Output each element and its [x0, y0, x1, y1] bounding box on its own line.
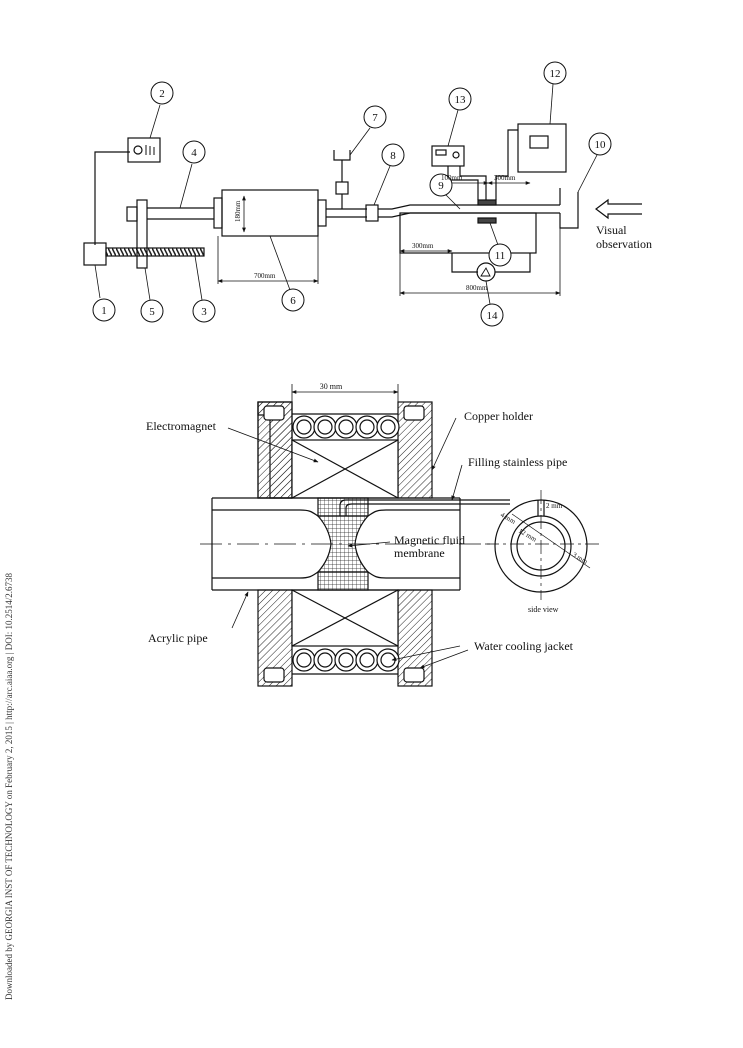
svg-text:14: 14	[487, 310, 499, 322]
filling-pipe-label: Filling stainless pipe	[468, 455, 567, 469]
motor-box	[83, 242, 107, 266]
drive-plate	[136, 199, 148, 269]
dim-800mm: 800mm	[466, 284, 488, 292]
dim-30mm: 30 mm	[320, 382, 343, 391]
svg-text:9: 9	[438, 180, 444, 192]
observation-label-2: observation	[596, 237, 652, 251]
num-14: 14	[480, 303, 504, 327]
svg-text:8: 8	[390, 150, 396, 162]
magnetic-fluid-label-1: Magnetic fluid	[394, 533, 465, 547]
svg-text:11: 11	[495, 250, 506, 262]
tubes-upper	[292, 415, 400, 439]
num-11: 11	[488, 243, 512, 267]
pressure-gauge	[476, 262, 496, 282]
controller-dial	[133, 145, 143, 155]
magnetic-fluid-label-2: membrane	[394, 546, 445, 560]
funnel	[333, 150, 351, 161]
setup-figure	[83, 83, 642, 305]
magnet-block	[399, 212, 537, 254]
data-logger	[517, 123, 567, 173]
water-jacket-label: Water cooling jacket	[474, 639, 574, 653]
num-7: 7	[363, 105, 387, 129]
observation-arrow	[595, 198, 642, 220]
num-6: 6	[281, 288, 305, 312]
num-12: 12	[543, 61, 567, 85]
svg-text:1: 1	[101, 305, 107, 317]
cooling-slot-ul	[263, 405, 285, 421]
dim-100mm: 100mm	[441, 174, 463, 182]
valve-7	[335, 181, 349, 195]
svg-text:7: 7	[372, 112, 378, 124]
num-4: 4	[182, 140, 206, 164]
num-5: 5	[140, 299, 164, 323]
copper-holder-label: Copper holder	[464, 409, 533, 423]
tubes-lower	[292, 648, 400, 672]
rod-end	[126, 206, 138, 222]
dim-180mm: 180mm	[234, 200, 242, 222]
svg-text:5: 5	[149, 306, 155, 318]
dim-300mm-top: 300mm	[494, 174, 516, 182]
svg-text:2: 2	[159, 88, 165, 100]
sv-4mm: 4 mm	[499, 511, 517, 526]
svg-text:13: 13	[455, 94, 467, 106]
sv-2mm: 2 mm	[546, 502, 563, 510]
side-view	[485, 490, 600, 600]
observation-label-1: Visual	[596, 223, 627, 237]
magnet-section-figure	[200, 384, 600, 687]
side-view-label: side view	[528, 605, 559, 614]
cooling-slot-lr	[403, 667, 425, 683]
num-8: 8	[381, 143, 405, 167]
cooling-slot-ur	[403, 405, 425, 421]
controller-box	[127, 137, 161, 163]
num-9: 9	[429, 173, 453, 197]
svg-text:10: 10	[595, 139, 607, 151]
wire-1-2	[94, 151, 130, 245]
svg-text:3: 3	[201, 306, 207, 318]
num-13: 13	[448, 87, 472, 111]
dim-700mm: 700mm	[254, 272, 276, 280]
cooling-slot-ll	[263, 667, 285, 683]
num-10: 10	[588, 132, 612, 156]
sv-12mm: 12 mm	[517, 527, 538, 544]
dim-300mm-bottom: 300mm	[412, 242, 434, 250]
connector-8	[365, 204, 379, 222]
lead-screw	[105, 247, 205, 257]
acrylic-pipe-label: Acrylic pipe	[148, 631, 208, 645]
num-2: 2	[150, 81, 174, 105]
component-numbers: 1 2 3 4 5 6 7 8 9 10 11 12 13 14	[92, 61, 612, 327]
num-3: 3	[192, 299, 216, 323]
svg-text:6: 6	[290, 295, 296, 307]
setup-dimensions: 100mm 300mm 180mm 700mm 300mm 800mm	[234, 174, 516, 292]
svg-text:12: 12	[550, 68, 561, 80]
num-1: 1	[92, 298, 116, 322]
electromagnet-label: Electromagnet	[146, 419, 217, 433]
svg-text:4: 4	[191, 147, 197, 159]
